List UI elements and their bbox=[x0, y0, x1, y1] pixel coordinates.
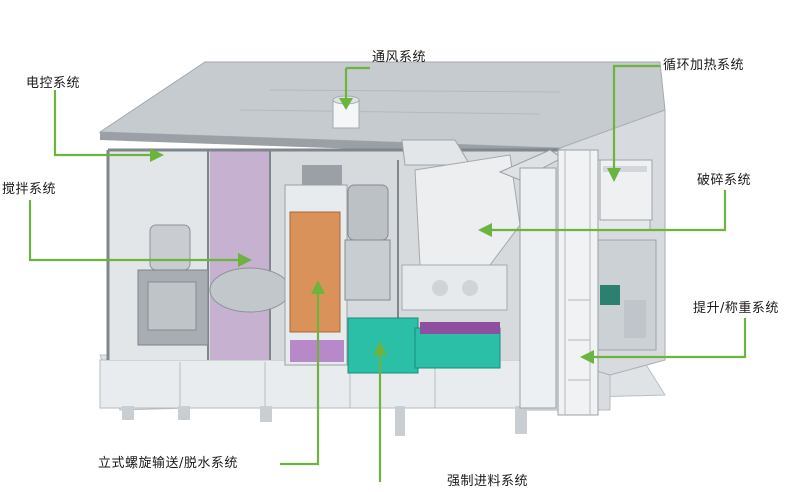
label-electric-control: 电控系统 bbox=[26, 76, 81, 91]
crusher-hopper bbox=[401, 139, 521, 311]
stirring-motor bbox=[137, 224, 291, 346]
lift-frame bbox=[498, 149, 599, 416]
label-screw-conveying: 立式螺旋输送/脱水系统 bbox=[98, 456, 238, 471]
label-circulation-heating: 循环加热系统 bbox=[663, 58, 745, 73]
label-ventilation: 通风系统 bbox=[372, 50, 427, 65]
callout-lines bbox=[28, 64, 747, 482]
label-stirring: 搅拌系统 bbox=[2, 182, 57, 197]
label-forced-feeding: 强制进料系统 bbox=[447, 474, 529, 489]
feeding-drive bbox=[344, 184, 501, 374]
screw-conveyor bbox=[284, 165, 348, 366]
label-lift-weighing: 提升/称重系统 bbox=[693, 301, 779, 316]
label-crushing: 破碎系统 bbox=[697, 173, 752, 188]
